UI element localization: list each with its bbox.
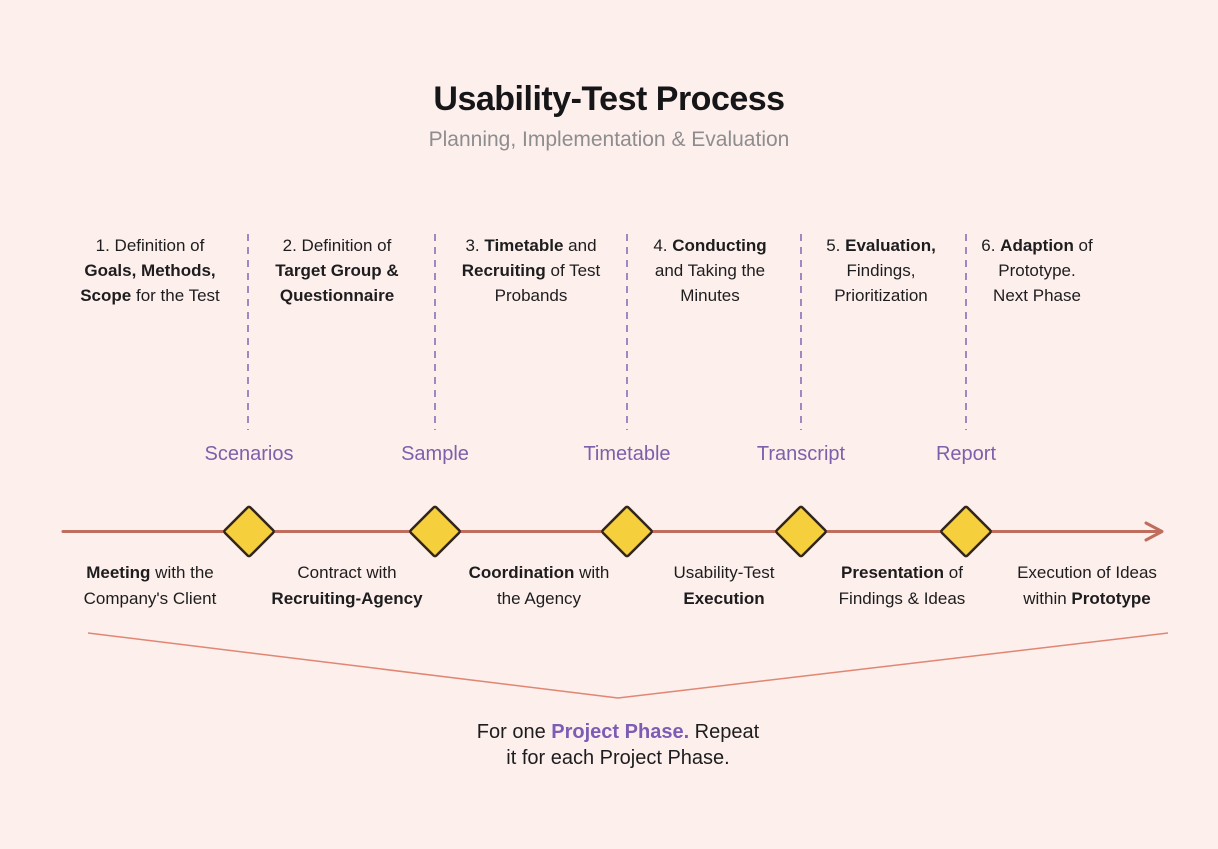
phase-text-line: 2. Definition of bbox=[282, 236, 392, 255]
phase-text-line: 3. Timetable and bbox=[465, 236, 597, 255]
phase-text-line: 1. Definition of bbox=[95, 236, 205, 255]
timeline-item-line: Usability-Test bbox=[673, 563, 775, 582]
phase-text-line: Minutes bbox=[680, 286, 740, 305]
milestone-label-sample: Sample bbox=[401, 443, 469, 465]
phase-step-2: 2. Definition of Target Group & Question… bbox=[239, 233, 435, 308]
timeline-item-line: Coordination with bbox=[468, 563, 610, 582]
phase-text-line: Scope for the Test bbox=[80, 286, 220, 305]
timeline-item-line: Execution bbox=[683, 589, 765, 608]
milestone-diamond bbox=[775, 505, 827, 558]
timeline-item-3: Coordination with the Agency bbox=[437, 560, 641, 612]
footer-note: For one Project Phase. Repeat it for eac… bbox=[408, 719, 828, 771]
timeline-arrowhead bbox=[1144, 521, 1164, 542]
milestone-diamond bbox=[223, 505, 275, 558]
footer-note-line: For one Project Phase. Repeat bbox=[476, 721, 760, 743]
phase-text-line: and Taking the bbox=[654, 261, 766, 280]
phase-text-line: Goals, Methods, bbox=[84, 261, 216, 280]
timeline-item-line: Execution of Ideas bbox=[1017, 563, 1157, 582]
timeline-item-line: Contract with bbox=[297, 563, 397, 582]
phase-step-4: 4. Conducting and Taking the Minutes bbox=[612, 233, 808, 308]
timeline-item-line: Presentation of bbox=[841, 563, 963, 582]
phase-text-line: Probands bbox=[494, 286, 568, 305]
phase-text-line: Prototype. bbox=[998, 261, 1076, 280]
milestone-label-timetable: Timetable bbox=[583, 443, 671, 465]
phase-step-1: 1. Definition of Goals, Methods, Scope f… bbox=[52, 233, 248, 308]
phase-step-3: 3. Timetable and Recruiting of Test Prob… bbox=[433, 233, 629, 308]
timeline-item-line: the Agency bbox=[496, 589, 582, 608]
milestone-diamond bbox=[409, 505, 461, 558]
milestone-diamond bbox=[601, 505, 653, 558]
phase-text-line: Prioritization bbox=[834, 286, 928, 305]
phase-text-line: 4. Conducting bbox=[653, 236, 767, 255]
timeline-item-5: Presentation of Findings & Ideas bbox=[800, 560, 1004, 612]
footer-note-line: it for each Project Phase. bbox=[506, 747, 730, 769]
phase-text-line: Questionnaire bbox=[279, 286, 395, 305]
timeline-item-line: Company's Client bbox=[83, 589, 217, 608]
milestone-label-report: Report bbox=[935, 443, 997, 465]
timeline-item-4: Usability-Test Execution bbox=[622, 560, 826, 612]
project-phase-bracket bbox=[87, 632, 1169, 699]
phase-text-line: 5. Evaluation, bbox=[826, 236, 936, 255]
timeline-item-6: Execution of Ideas within Prototype bbox=[985, 560, 1189, 612]
phase-text-line: Recruiting of Test bbox=[461, 261, 601, 280]
phase-step-6: 6. Adaption of Prototype. Next Phase bbox=[939, 233, 1135, 308]
timeline-item-line: Meeting with the bbox=[86, 563, 214, 582]
diagram-title: Usability-Test Process bbox=[433, 80, 785, 118]
phase-text-line: Findings, bbox=[846, 261, 916, 280]
timeline-item-2: Contract with Recruiting-Agency bbox=[245, 560, 449, 612]
timeline-item-line: Recruiting-Agency bbox=[271, 589, 423, 608]
diagram-subtitle: Planning, Implementation & Evaluation bbox=[428, 128, 790, 151]
milestone-diamond bbox=[940, 505, 992, 558]
milestone-label-transcript: Transcript bbox=[756, 443, 846, 465]
phase-text-line: Next Phase bbox=[993, 286, 1081, 305]
phase-text-line: Target Group & bbox=[275, 261, 399, 280]
timeline-item-line: Findings & Ideas bbox=[838, 589, 966, 608]
phase-step-5: 5. Evaluation, Findings, Prioritization bbox=[783, 233, 979, 308]
phase-text-line: 6. Adaption of bbox=[981, 236, 1093, 255]
timeline-item-line: within Prototype bbox=[1023, 589, 1151, 608]
milestone-label-scenarios: Scenarios bbox=[204, 443, 294, 465]
timeline-item-1: Meeting with the Company's Client bbox=[48, 560, 252, 612]
